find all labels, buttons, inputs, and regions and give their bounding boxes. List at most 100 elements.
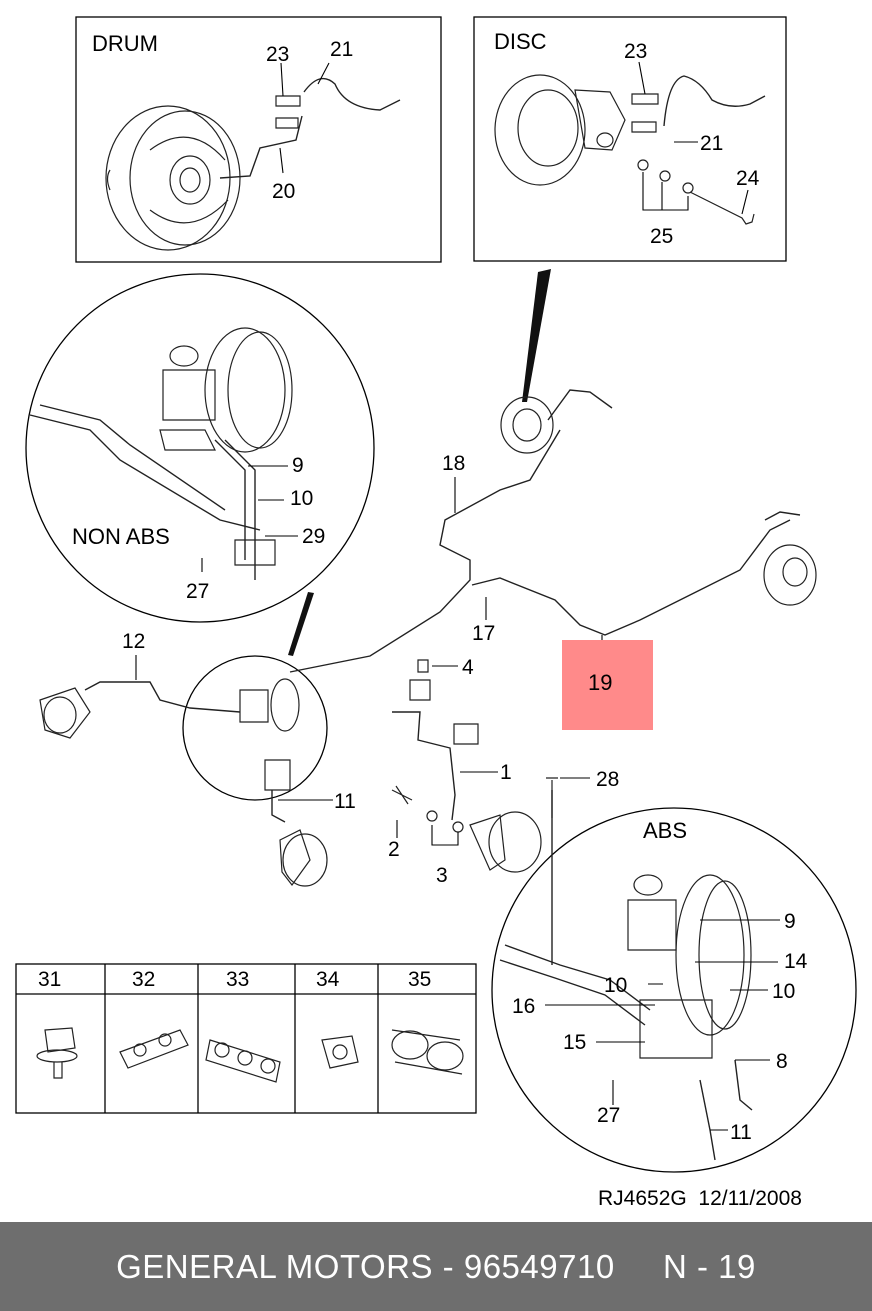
disc-washer (659, 170, 671, 182)
drum-label-21: 21 (330, 38, 353, 61)
washer-3 (426, 810, 438, 822)
non-abs-booster-drawing (159, 327, 293, 453)
main-booster-drawing (239, 678, 300, 791)
abs-circle (491, 807, 857, 1173)
clip-header-32: 32 (132, 968, 155, 991)
non-abs-label-29: 29 (302, 525, 325, 548)
non-abs-lines (29, 404, 261, 531)
bracket-4 (409, 659, 431, 701)
disc-hose-21 (663, 75, 766, 127)
front-right-line-11 (271, 790, 286, 823)
front-left-caliper (39, 687, 91, 739)
clips-table-frame (15, 963, 477, 1114)
non-abs-label-9: 9 (292, 454, 304, 477)
front-disc-rotor (488, 811, 542, 873)
rear-disc-hose (547, 389, 613, 421)
abs-modulator-16 (639, 999, 713, 1059)
abs-inset: ABS 9 14 10 10 16 15 8 27 11 (491, 790, 857, 1173)
rear-drum-hub (782, 557, 808, 587)
main-label-28: 28 (596, 768, 619, 791)
rear-drum (763, 544, 817, 606)
drum-box-frame (75, 16, 442, 263)
abs-label-16: 16 (512, 995, 535, 1018)
front-disc-caliper (469, 814, 506, 871)
disc-box-frame (473, 16, 787, 262)
clip-32-drawing (119, 1029, 189, 1069)
front-right-rotor (282, 833, 328, 887)
highlight-box[interactable] (562, 640, 653, 730)
clip-35-drawing (391, 1029, 464, 1075)
abs-label-8: 8 (776, 1050, 788, 1073)
disc-brake-drawing (494, 74, 626, 186)
rear-disc-rotor (500, 396, 554, 454)
disc-label-23: 23 (624, 40, 647, 63)
clip-header-31: 31 (38, 968, 61, 991)
footer-text: GENERAL MOTORS - 96549710 N - 19 (116, 1247, 756, 1285)
non-abs-label-10: 10 (290, 487, 313, 510)
disc-pointer (522, 269, 551, 402)
clip-header-35: 35 (408, 968, 431, 991)
brake-lines-diagram: DRUM 23 21 20 DISC 2 (15, 16, 857, 1210)
main-label-1: 1 (500, 761, 512, 784)
drum-box-title: DRUM (92, 31, 158, 56)
highlight-19[interactable]: 19 (562, 640, 653, 730)
rear-line-19 (471, 519, 791, 636)
abs-label-9: 9 (784, 910, 796, 933)
disc-bolt-24 (689, 191, 755, 225)
abs-label-11: 11 (730, 1121, 752, 1144)
clips-table: 31 32 33 34 35 (15, 963, 477, 1114)
clip-header-34: 34 (316, 968, 340, 991)
abs-label-10-left: 10 (604, 974, 627, 997)
main-label-17: 17 (472, 622, 495, 645)
clip-31-drawing (36, 1027, 78, 1079)
drawing-reference: RJ4652G 12/11/2008 (598, 1187, 802, 1210)
non-abs-block-29 (234, 539, 276, 566)
main-label-3: 3 (436, 864, 448, 887)
abs-label-27: 27 (597, 1104, 620, 1127)
drum-label-23: 23 (266, 43, 289, 66)
disc-label-24: 24 (736, 167, 760, 190)
abs-title: ABS (643, 818, 687, 843)
rear-line-18 (289, 429, 561, 673)
rear-disc-hub (512, 408, 542, 442)
booster-inset-circle (182, 655, 328, 801)
main-label-12: 12 (122, 630, 145, 653)
main-assembly: 18 17 12 4 1 28 11 2 3 (39, 389, 817, 887)
disc-label-25: 25 (650, 225, 673, 248)
drum-brake-drawing (105, 105, 241, 251)
front-hose-1 (392, 711, 456, 821)
front-left-line-12 (84, 681, 241, 713)
non-abs-lines-down (214, 439, 256, 580)
clip-34-drawing (321, 1035, 359, 1069)
abs-lines-down (699, 1059, 753, 1161)
main-label-18: 18 (442, 452, 465, 475)
disc-box: DISC 23 21 24 25 (473, 16, 787, 262)
main-label-2: 2 (388, 838, 400, 861)
highlight-label-19: 19 (588, 670, 612, 695)
non-abs-circle (25, 273, 375, 623)
disc-label-21: 21 (700, 132, 723, 155)
drum-box: DRUM 23 21 20 (75, 16, 442, 263)
disc-box-title: DISC (494, 29, 547, 54)
abs-label-15: 15 (563, 1031, 586, 1054)
disc-washer (637, 159, 649, 171)
abs-label-10-right: 10 (772, 980, 795, 1003)
washer-3 (452, 821, 464, 833)
footer-bar: GENERAL MOTORS - 96549710 N - 19 (0, 1222, 872, 1311)
drum-hose-21 (303, 77, 401, 111)
non-abs-pointer (288, 592, 314, 656)
abs-lines (499, 944, 651, 1026)
disc-washer (682, 182, 694, 194)
clip-33-drawing (205, 1039, 281, 1083)
main-label-4: 4 (462, 656, 474, 679)
abs-booster-drawing (627, 874, 752, 1059)
hose-clip (453, 723, 479, 745)
disc-clip-23 (631, 93, 659, 133)
drum-steel-line (219, 115, 303, 179)
drum-label-20: 20 (272, 180, 295, 203)
non-abs-label-27: 27 (186, 580, 209, 603)
abs-label-14: 14 (784, 950, 808, 973)
non-abs-inset: NON ABS 9 10 29 27 (25, 273, 375, 623)
clip-header-33: 33 (226, 968, 249, 991)
front-right-caliper (279, 829, 311, 887)
